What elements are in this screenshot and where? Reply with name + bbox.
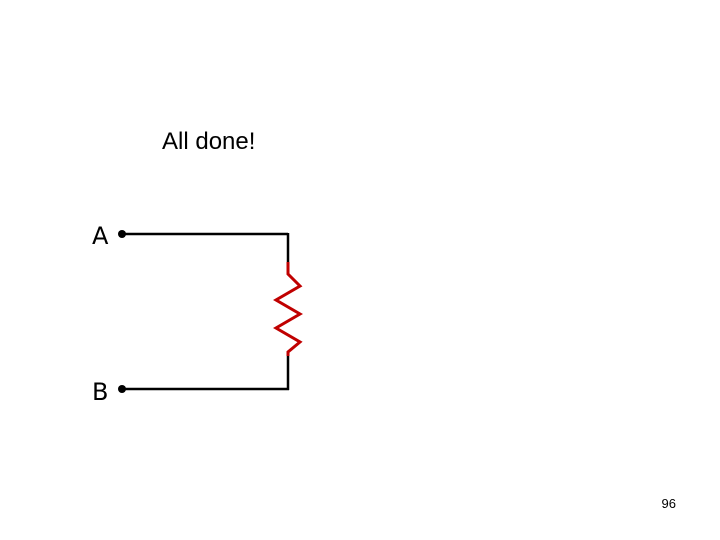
page-number: 96	[661, 496, 676, 511]
terminal-label-b: B	[92, 378, 108, 406]
terminal-label-a: A	[92, 222, 109, 250]
terminal-b-node	[118, 385, 126, 393]
resistor-zigzag-icon	[273, 262, 303, 356]
slide-title: All done!	[162, 128, 256, 155]
